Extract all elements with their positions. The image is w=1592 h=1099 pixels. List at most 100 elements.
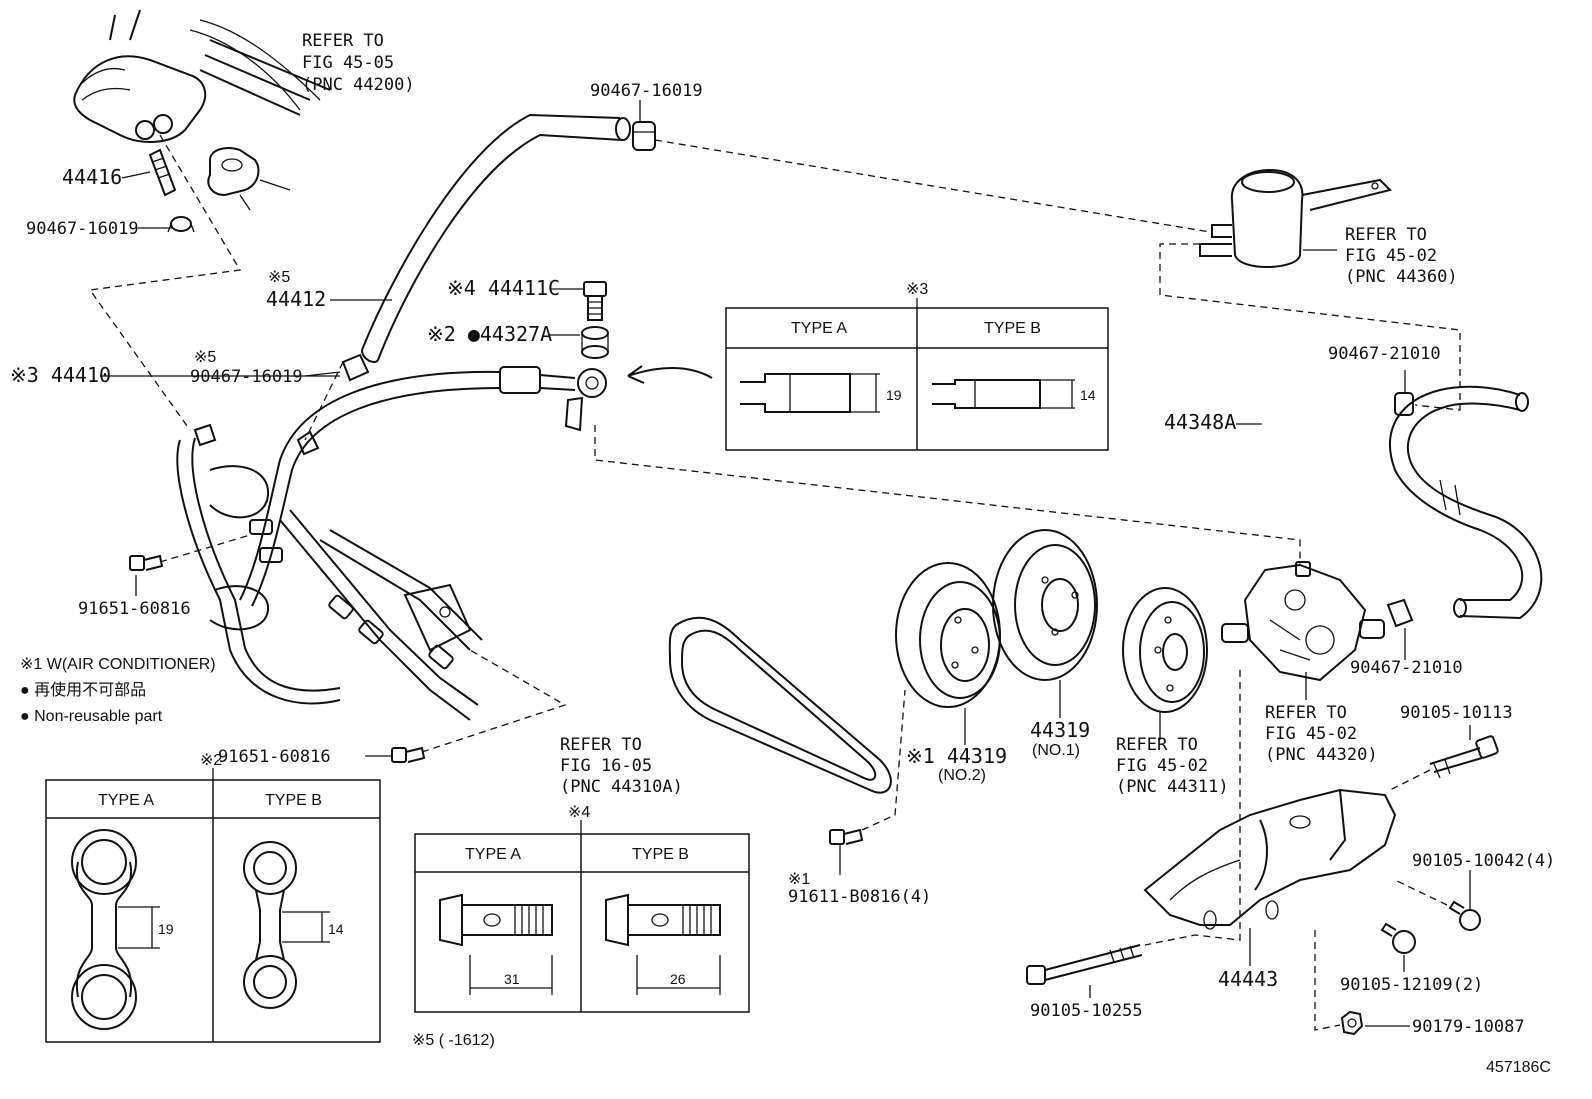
table-mark4: ※4 TYPE A TYPE B 31 26 xyxy=(414,804,750,1013)
table-mark2-type-a: TYPE A xyxy=(98,792,154,809)
suction-hose-44348a-illustration xyxy=(1389,385,1543,620)
pump-pulley-illustration xyxy=(1122,587,1208,713)
steering-gear-illustration xyxy=(73,9,331,211)
reservoir-tank-illustration xyxy=(1199,168,1392,268)
bolt-91611-illustration xyxy=(829,828,864,845)
bolt-10042-illustration xyxy=(1448,900,1481,931)
refer-tank-line3: (PNC 44360) xyxy=(1345,267,1458,287)
part-44443-label: 44443 xyxy=(1218,967,1278,991)
legend-non-reusable: ● Non-reusable part xyxy=(20,708,163,725)
table-mark3-dim-b: 14 xyxy=(1080,387,1096,403)
bolt-10113-illustration xyxy=(1429,735,1499,779)
bolt-91611-label: 91611-B0816(4) xyxy=(788,887,931,907)
refer-pulley-line3: (PNC 44311) xyxy=(1116,777,1229,797)
refer-tank-line2: FIG 45-02 xyxy=(1345,246,1437,266)
mark5-44412-label: ※5 xyxy=(268,269,290,286)
bolt-91651-lower-illustration xyxy=(391,746,426,763)
union-bolt-type-b-drawing xyxy=(605,893,721,995)
table-mark3: ※3 TYPE A TYPE B 19 14 xyxy=(725,281,1109,451)
bolt-10113-label: 90105-10113 xyxy=(1400,703,1513,723)
gasket-type-b-drawing xyxy=(243,841,330,1009)
part-44411c-label: ※4 44411C xyxy=(447,276,560,300)
mark1-bolt-label: ※1 xyxy=(788,871,810,888)
bolt-12109-label: 90105-12109(2) xyxy=(1340,975,1483,995)
vane-pump-illustration xyxy=(1221,561,1385,682)
table-mark2-dim-a: 19 xyxy=(158,921,174,937)
part-44319-no1-sub: (NO.1) xyxy=(1032,742,1080,759)
figure-id: 457186C xyxy=(1486,1059,1551,1076)
table-mark4-mark: ※4 xyxy=(568,804,590,821)
refer-pulley: REFER TO FIG 45-02 (PNC 44311) xyxy=(1116,735,1229,797)
refer-tank-line1: REFER TO xyxy=(1345,225,1427,245)
refer-belt-line2: FIG 16-05 xyxy=(560,756,652,776)
return-hose-44412-illustration xyxy=(361,113,631,363)
refer-tank: REFER TO FIG 45-02 (PNC 44360) xyxy=(1345,225,1458,287)
nut-10087-label: 90179-10087 xyxy=(1412,1017,1525,1037)
pulley-44319-no2-illustration xyxy=(895,562,1001,708)
union-44416-illustration xyxy=(148,148,177,197)
refer-belt-line1: REFER TO xyxy=(560,735,642,755)
table-mark3-mark: ※3 xyxy=(906,281,928,298)
refer-pump-line2: FIG 45-02 xyxy=(1265,724,1357,744)
part-44319-no1-label: 44319 xyxy=(1030,718,1090,742)
legend-jp: ● 再使用不可部品 xyxy=(20,681,146,699)
hose-end-type-a-drawing xyxy=(740,373,880,413)
part-44410-label: ※3 44410 xyxy=(10,363,111,387)
gasket-type-a-drawing xyxy=(71,829,160,1030)
bolt-12109-illustration xyxy=(1380,922,1416,954)
union-bolt-type-a-drawing xyxy=(439,893,553,995)
legend: ※1 W(AIR CONDITIONER) ● 再使用不可部品 ● Non-re… xyxy=(20,656,495,1049)
clip-21010-bot-label: 90467-21010 xyxy=(1350,658,1463,678)
bolt-91651-lower-label: 91651-60816 xyxy=(218,747,331,767)
bracket-44443-illustration xyxy=(1143,788,1397,930)
clip-21010-top-label: 90467-21010 xyxy=(1328,344,1441,364)
clip-16019-top-illustration xyxy=(632,121,656,151)
bolt-91651-upper-label: 91651-60816 xyxy=(78,599,191,619)
v-belt-illustration xyxy=(668,616,892,794)
refer-belt: REFER TO FIG 16-05 (PNC 44310A) xyxy=(560,735,683,797)
refer-pulley-line1: REFER TO xyxy=(1116,735,1198,755)
refer-pump: REFER TO FIG 45-02 (PNC 44320) xyxy=(1265,703,1378,765)
table-mark3-dim-a: 19 xyxy=(886,387,902,403)
mark5-clip-label: ※5 xyxy=(194,349,216,366)
part-44416-label: 44416 xyxy=(62,165,122,189)
refer-rack-line1: REFER TO xyxy=(302,31,384,51)
clip-21010-top-illustration xyxy=(1394,392,1414,416)
clip-21010-bot-illustration xyxy=(1386,598,1414,628)
clip-16019-mid-illustration xyxy=(341,353,370,382)
legend-w-ac: ※1 W(AIR CONDITIONER) xyxy=(20,656,216,673)
table-mark2-dim-b: 14 xyxy=(328,921,344,937)
table-mark2: ※2 TYPE A TYPE B 19 14 xyxy=(45,752,381,1043)
gasket-44327a-illustration xyxy=(581,326,609,359)
part-44319-no2-sub: (NO.2) xyxy=(938,767,986,784)
clip-16019-left-illustration xyxy=(167,216,195,233)
refer-pulley-line2: FIG 45-02 xyxy=(1116,756,1208,776)
table-mark4-type-b: TYPE B xyxy=(632,846,689,863)
refer-rack-line3: (PNC 44200) xyxy=(302,75,415,95)
table-mark3-type-a: TYPE A xyxy=(791,320,847,337)
bolt-10255-label: 90105-10255 xyxy=(1030,1001,1143,1021)
table-mark2-type-b: TYPE B xyxy=(265,792,322,809)
dashed-assembly-lines xyxy=(88,134,1461,1031)
clip-16019-top-label: 90467-16019 xyxy=(590,81,703,101)
nut-90179-illustration xyxy=(1340,1010,1364,1036)
part-44327a-label: ※2 ●44327A xyxy=(427,322,552,346)
refer-belt-line3: (PNC 44310A) xyxy=(560,777,683,797)
legend-mark5-range: ※5 ( -1612) xyxy=(412,1032,495,1049)
part-44348a-label: 44348A xyxy=(1164,410,1236,434)
clip-16019-left-label: 90467-16019 xyxy=(26,219,139,239)
table-mark2-mark: ※2 xyxy=(200,752,222,769)
table-mark4-dim-a: 31 xyxy=(504,971,520,987)
table-mark4-type-a: TYPE A xyxy=(465,846,521,863)
callout-arrowhead xyxy=(627,365,645,384)
refer-rack: REFER TO FIG 45-05 (PNC 44200) xyxy=(302,31,415,95)
bolt-10042-label: 90105-10042(4) xyxy=(1412,851,1555,871)
table-mark4-dim-b: 26 xyxy=(670,971,686,987)
hose-end-type-b-drawing xyxy=(932,379,1075,409)
refer-rack-line2: FIG 45-05 xyxy=(302,53,394,73)
table-mark3-type-b: TYPE B xyxy=(984,320,1041,337)
clip-16019-mid-label: 90467-16019 xyxy=(190,367,303,387)
part-44319-no2-label: ※1 44319 xyxy=(906,744,1007,768)
bolt-91651-upper-illustration xyxy=(129,554,164,571)
